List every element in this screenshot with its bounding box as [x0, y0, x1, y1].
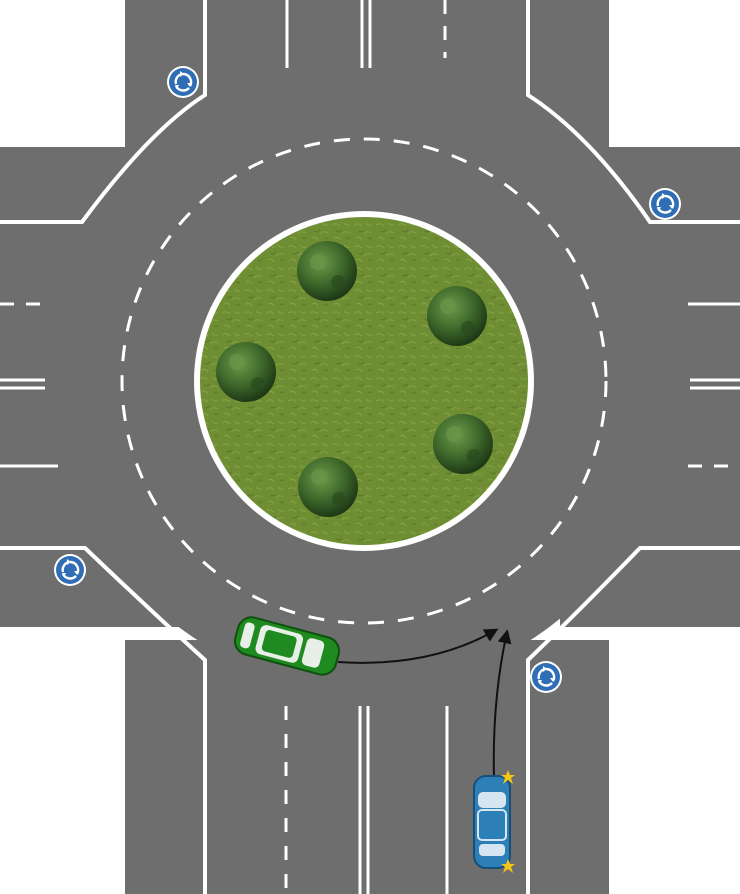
roundabout-sign-icon	[651, 190, 679, 218]
inner-north	[205, 0, 528, 240]
roundabout-sign-icon	[56, 556, 84, 584]
bush	[297, 241, 357, 301]
edge-nw	[0, 0, 207, 224]
blue-car	[473, 775, 511, 869]
roundabout-sign	[530, 661, 562, 693]
edge-sw	[0, 546, 207, 894]
bush	[298, 457, 358, 517]
turn-indicator-rear	[501, 859, 515, 873]
curb-northwest	[0, 0, 125, 147]
edge-ne	[526, 0, 740, 224]
bush	[427, 286, 487, 346]
roundabout-sign	[649, 188, 681, 220]
circulating-lane-divider	[120, 137, 608, 625]
roundabout-sign-icon	[532, 663, 560, 691]
curb-southwest	[0, 627, 125, 894]
movement-paths	[337, 628, 512, 779]
turn-indicator-front	[501, 770, 515, 784]
curb-southeast	[609, 627, 740, 894]
curb-northeast	[609, 0, 740, 147]
roundabout-sign	[54, 554, 86, 586]
blue-car-path-arrow	[492, 629, 512, 779]
bush	[216, 342, 276, 402]
green-car	[234, 616, 340, 676]
green-car-path-arrow	[337, 628, 499, 664]
roundabout-sign	[167, 66, 199, 98]
roundabout-sign-icon	[169, 68, 197, 96]
bushes	[216, 241, 493, 517]
bush	[433, 414, 493, 474]
edge-se	[526, 546, 740, 894]
